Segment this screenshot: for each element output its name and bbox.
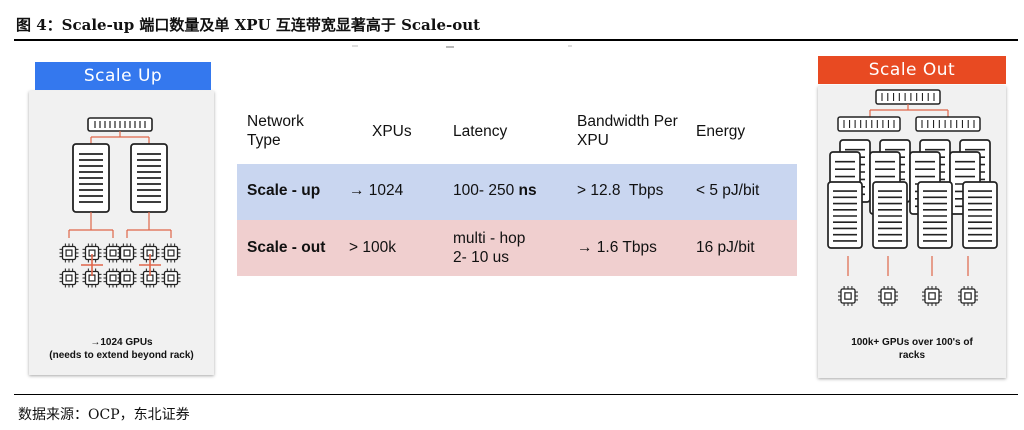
rack-server-icon	[962, 181, 998, 249]
latency-value: 100- 250	[453, 182, 515, 199]
scale-up-caption: →1024 GPUs (needs to extend beyond rack)	[29, 336, 214, 362]
rack-server-icon	[72, 143, 110, 213]
top-switch-icon	[87, 117, 153, 132]
scale-out-banner: Scale Out	[818, 56, 1006, 84]
cell-type-scale-up: Scale - up	[247, 182, 321, 199]
gpu-grid	[59, 243, 181, 288]
table-row-scale-out: Scale - out > 100k multi - hop 2- 10 us …	[237, 220, 797, 276]
scale-out-diagram	[827, 89, 998, 306]
switch-icon	[915, 116, 981, 132]
header-energy: Energy	[696, 123, 746, 140]
scale-up-banner: Scale Up	[35, 62, 211, 90]
rack-server-icon	[872, 181, 908, 249]
gpu-chip-icon	[161, 268, 181, 288]
gpu-chip-icon	[59, 268, 79, 288]
latency-line2: 2- 10 us	[453, 249, 510, 266]
scale-up-caption-line2: (needs to extend beyond rack)	[49, 350, 194, 361]
faint-marks	[352, 45, 572, 48]
comparison-table: Network Type XPUs Latency Bandwidth Per …	[237, 100, 797, 278]
header-network-type: Network Type	[247, 112, 337, 150]
gpu-chip-icon	[958, 286, 978, 306]
gpu-chip-icon	[161, 243, 181, 263]
bottom-rule	[14, 394, 1018, 395]
table-header: Network Type XPUs Latency Bandwidth Per …	[237, 100, 797, 164]
cell-xpus-scale-out: > 100k	[349, 239, 396, 256]
cell-type-scale-out: Scale - out	[247, 239, 326, 256]
header-latency: Latency	[453, 123, 508, 140]
scale-up-diagram	[59, 117, 181, 288]
gpu-chip-icon	[878, 286, 898, 306]
cell-latency-scale-up: 100- 250 ns	[453, 181, 537, 200]
gpu-chip-icon	[59, 243, 79, 263]
latency-line1: multi - hop	[453, 230, 526, 247]
figure-title: 图 4：Scale-up 端口数量及单 XPU 互连带宽显著高于 Scale-o…	[16, 16, 481, 34]
gpu-chip-icon	[838, 286, 858, 306]
top-rule	[14, 39, 1018, 41]
scale-out-caption-line2: racks	[898, 350, 926, 361]
switch-icon	[875, 89, 941, 105]
rack-server-icon	[130, 143, 168, 213]
header-network-type-label: Network Type	[247, 113, 304, 149]
gpu-chip-icon	[117, 243, 137, 263]
header-xpus: XPUs	[372, 123, 412, 140]
cell-energy-scale-up: < 5 pJ/bit	[696, 182, 760, 199]
rack-server-icon	[827, 181, 863, 249]
cell-xpus-scale-up: → 1024	[349, 182, 404, 199]
source-note: 数据来源：OCP，东北证券	[18, 407, 190, 423]
latency-unit: ns	[518, 182, 537, 199]
cell-bandwidth-scale-up: > 12.8 Tbps	[577, 182, 664, 199]
gpu-chip-icon	[82, 268, 102, 288]
scale-out-caption: 100k+ GPUs over 100's of racks	[818, 336, 1006, 362]
scale-out-caption-line1: 100k+ GPUs over 100's of	[851, 337, 973, 348]
scale-up-caption-line1: →1024 GPUs	[90, 337, 153, 348]
scale-up-panel	[29, 91, 214, 375]
cell-latency-scale-out: multi - hop 2- 10 us	[453, 229, 525, 267]
switch-icon	[837, 116, 901, 132]
cell-energy-scale-out: 16 pJ/bit	[696, 239, 755, 256]
table-row-scale-up: Scale - up → 1024 100- 250 ns > 12.8 Tbp…	[237, 164, 797, 220]
header-bandwidth: Bandwidth Per XPU	[577, 113, 678, 149]
gpu-chip-icon	[922, 286, 942, 306]
cell-bandwidth-scale-out: → 1.6 Tbps	[577, 239, 657, 256]
gpu-chip-icon	[117, 268, 137, 288]
rack-server-icon	[917, 181, 953, 249]
